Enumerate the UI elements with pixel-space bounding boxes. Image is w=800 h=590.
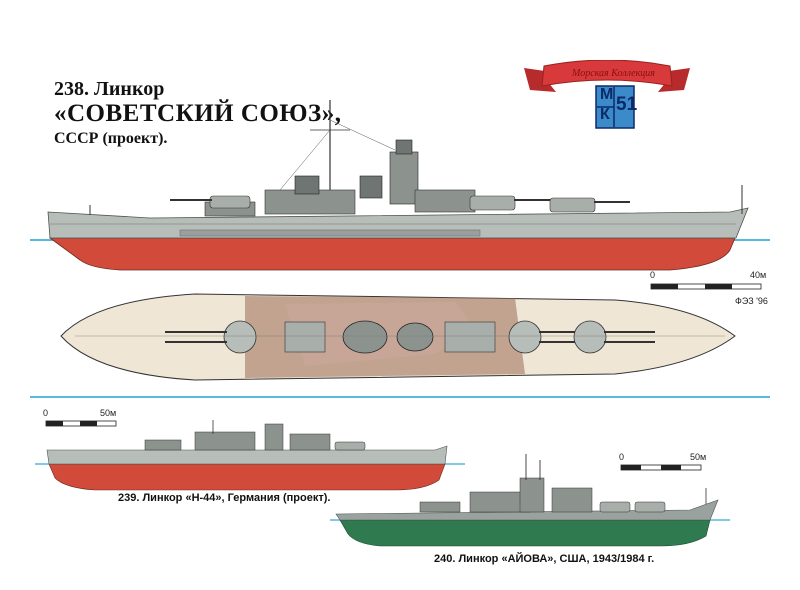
logo-letter-bottom: К bbox=[600, 106, 610, 123]
iowa-caption: 240. Линкор «АЙОВА», США, 1943/1984 г. bbox=[434, 553, 655, 565]
logo-number: 51 bbox=[616, 94, 638, 115]
main-scale-bar bbox=[650, 283, 762, 290]
iowa-scale-zero: 0 bbox=[619, 452, 625, 462]
iowa-scale-bar bbox=[620, 464, 702, 471]
artist-signature: ФЭЗ '96 bbox=[735, 296, 768, 306]
collection-logo bbox=[524, 60, 690, 129]
h44-scale-zero: 0 bbox=[43, 408, 49, 418]
iowa-side-profile bbox=[330, 454, 730, 547]
sovetsky-soyuz-deck-plan bbox=[60, 293, 736, 381]
main-scale-end: 40м bbox=[750, 270, 767, 280]
sovetsky-soyuz-side-profile bbox=[30, 100, 770, 271]
h44-scale-bar bbox=[45, 420, 117, 427]
h44-scale-end: 50м bbox=[100, 408, 117, 418]
title-line-3: СССР (проект). bbox=[54, 130, 168, 147]
title-line-1: 238. Линкор bbox=[54, 78, 165, 100]
h44-caption: 239. Линкор «Н-44», Германия (проект). bbox=[118, 492, 331, 504]
main-scale-zero: 0 bbox=[650, 270, 656, 280]
title-block: 238. Линкор «СОВЕТСКИЙ СОЮЗ», СССР (прое… bbox=[54, 78, 341, 150]
logo-letter-top: М bbox=[600, 86, 614, 103]
h44-side-profile bbox=[35, 420, 465, 491]
page-divider bbox=[30, 396, 770, 398]
logo-ribbon-text: Морская Коллекция bbox=[572, 68, 655, 79]
title-line-2: «СОВЕТСКИЙ СОЮЗ», bbox=[54, 100, 342, 127]
iowa-scale-end: 50м bbox=[690, 452, 707, 462]
